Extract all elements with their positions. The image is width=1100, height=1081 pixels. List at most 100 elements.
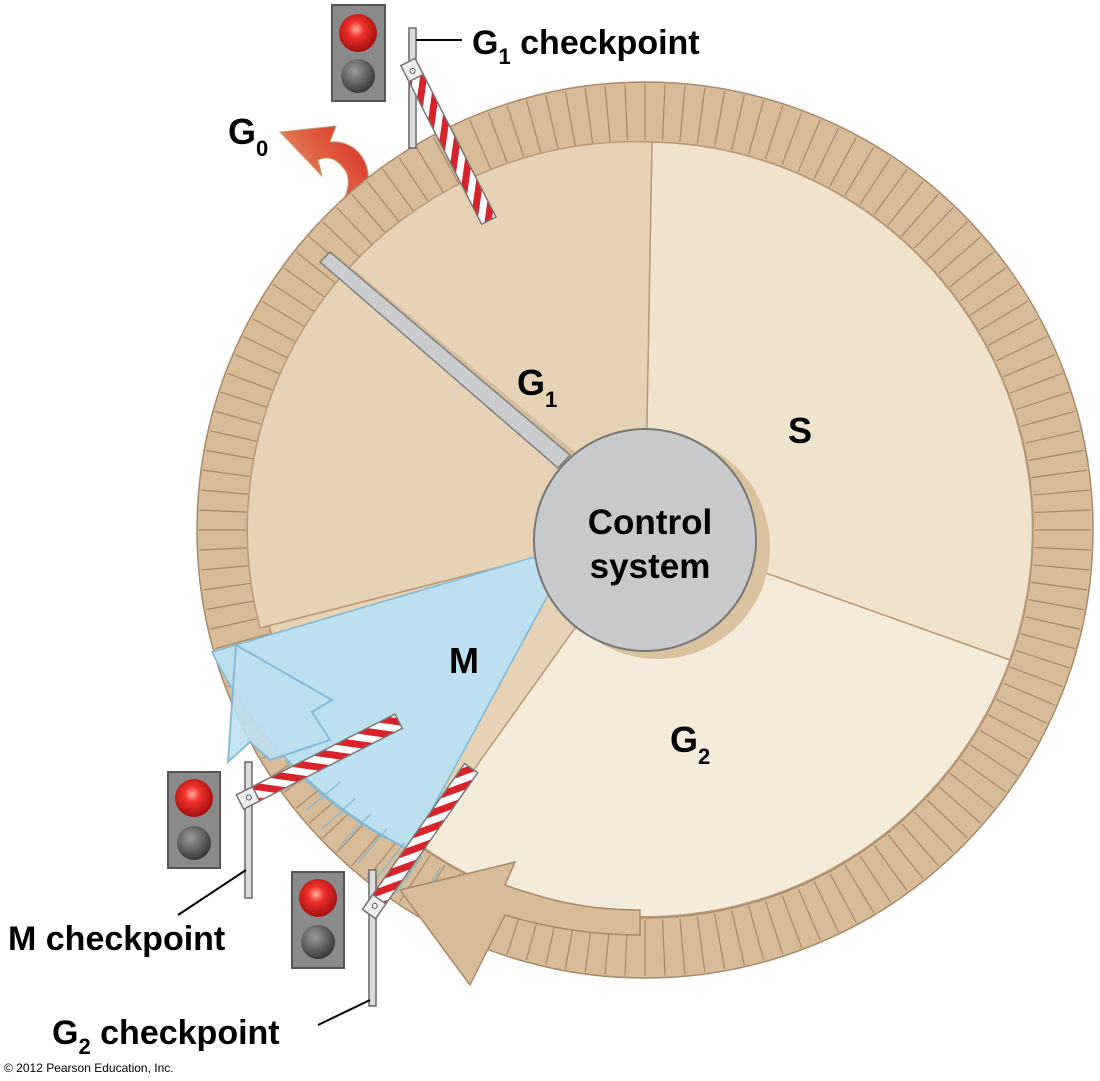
- rim-tick: [859, 855, 892, 903]
- rim-tick: [469, 119, 493, 172]
- rim-tick: [970, 283, 1018, 316]
- rim-tick: [433, 136, 461, 187]
- rim-tick: [1034, 509, 1091, 514]
- rim-tick: [1031, 581, 1088, 591]
- rim-tick: [1003, 354, 1056, 378]
- g2-leader-line: [317, 999, 371, 1026]
- rim-tick: [960, 267, 1007, 302]
- rim-tick: [731, 95, 745, 150]
- rim-tick: [584, 87, 594, 144]
- rim-tick: [200, 489, 257, 496]
- rim-tick: [295, 251, 341, 288]
- rim-tick: [679, 918, 686, 975]
- m-gate-arm: [235, 713, 404, 811]
- rim-tick: [887, 834, 924, 880]
- rim-tick: [714, 913, 726, 969]
- rim-tick: [979, 729, 1029, 760]
- rim-tick: [1003, 682, 1056, 706]
- rim-tick: [696, 87, 706, 144]
- rim-tick: [1028, 599, 1084, 611]
- rim-tick: [764, 105, 784, 160]
- rim-tick: [199, 546, 256, 551]
- rim-tick: [415, 146, 446, 196]
- rim-tick: [914, 811, 954, 853]
- rim-tick: [696, 916, 706, 973]
- g2-checkpoint: G2 checkpoint: [52, 762, 479, 1059]
- m-phase-label: M: [449, 640, 479, 681]
- rim-tick: [960, 758, 1007, 793]
- rim-tick: [748, 99, 765, 155]
- rim-tick: [797, 119, 821, 172]
- m-arc-tick: [357, 828, 388, 864]
- rim-tick: [272, 283, 320, 316]
- rim-tick: [251, 318, 302, 346]
- rim-tick: [829, 136, 857, 187]
- rim-tick: [926, 221, 968, 261]
- m-leader-line: [177, 869, 247, 916]
- rim-tick: [322, 221, 364, 261]
- rim-tick: [988, 714, 1039, 742]
- m-arc-tick: [376, 842, 405, 879]
- g1-checkpoint-label: G1 checkpoint: [472, 24, 700, 69]
- m-arc-tick: [305, 781, 342, 811]
- g2-off-light-icon: [301, 925, 335, 959]
- rim-tick: [604, 85, 611, 142]
- rim-tick: [366, 180, 403, 226]
- rim-tick: [206, 599, 262, 611]
- m-arc-tick: [338, 813, 372, 847]
- m-red-light-icon: [175, 779, 213, 817]
- rim-tick: [714, 91, 726, 147]
- rim-tick: [661, 919, 666, 976]
- rim-tick: [200, 564, 257, 571]
- g2-phase-label: G2: [670, 719, 710, 769]
- rim-tick: [199, 509, 256, 514]
- g2-red-light-icon: [299, 879, 337, 917]
- rim-tick: [261, 300, 311, 331]
- rim-tick: [844, 864, 875, 914]
- rim-tick: [949, 772, 995, 809]
- rim-tick: [1009, 666, 1063, 688]
- g1-gate-arm: [399, 57, 497, 226]
- rim-tick: [781, 894, 803, 948]
- rim-tick: [283, 267, 330, 302]
- rim-tick: [564, 91, 576, 147]
- rim-tick: [1020, 410, 1076, 427]
- rim-tick: [926, 799, 968, 839]
- rim-tick: [873, 168, 908, 215]
- rim-tick: [748, 905, 765, 961]
- rim-tick: [1031, 469, 1088, 479]
- g2-gate-post: [368, 869, 377, 1007]
- rim-tick: [242, 335, 294, 362]
- rim-tick: [901, 823, 939, 867]
- rim-tick: [887, 180, 924, 226]
- rim-tick: [938, 236, 982, 274]
- rim-tick: [336, 207, 376, 249]
- rim-tick: [1033, 489, 1090, 496]
- rim-tick: [829, 873, 857, 924]
- m-arc-tick: [395, 855, 423, 894]
- rim-tick: [949, 251, 995, 288]
- m-off-light-icon: [177, 826, 211, 860]
- rim-tick: [1033, 564, 1090, 571]
- m-checkpoint-label: M checkpoint: [8, 920, 225, 958]
- control-system-label-line2: system: [590, 547, 711, 586]
- g0-label: G0: [228, 111, 268, 161]
- rim-tick: [1009, 372, 1063, 394]
- rim-tick: [210, 616, 265, 630]
- control-hand: [318, 250, 585, 476]
- rim-tick: [764, 900, 784, 955]
- cycle-direction-arrow: [398, 860, 641, 987]
- m-direction-arrow: [226, 643, 334, 765]
- rim-tick: [1028, 449, 1084, 461]
- m-checkpoint: M checkpoint: [8, 713, 404, 958]
- rim-tick: [979, 300, 1029, 331]
- rim-tick: [844, 146, 875, 196]
- rim-tick: [202, 581, 259, 591]
- g2-checkpoint-label: G2 checkpoint: [52, 1014, 280, 1059]
- rim-tick: [797, 888, 821, 941]
- rim-tick: [351, 193, 389, 237]
- s-phase-label: S: [788, 410, 812, 451]
- rim-tick: [382, 168, 417, 215]
- rim-tick: [545, 95, 559, 150]
